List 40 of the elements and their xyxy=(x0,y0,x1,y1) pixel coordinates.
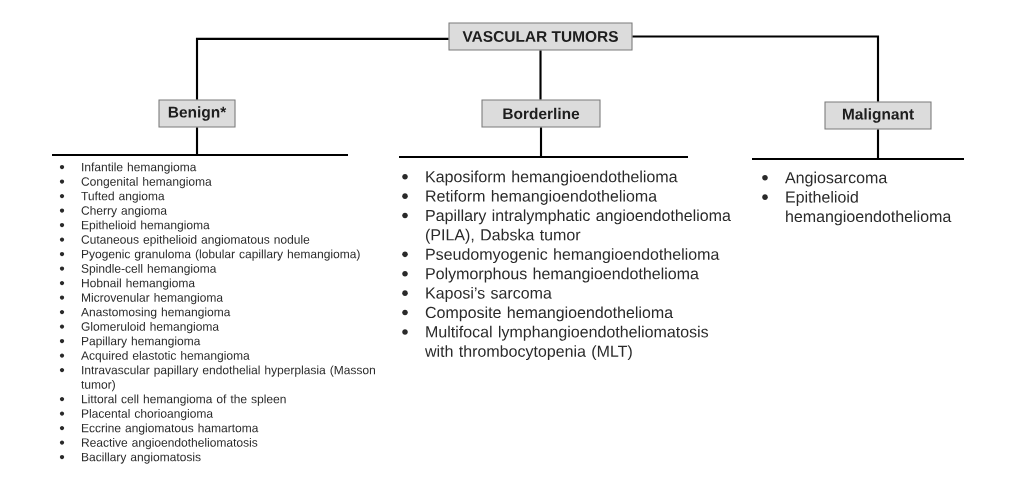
list-item: Papillary intralymphatic angioendothelioma (PILA), Dabska tumor xyxy=(426,209,731,244)
list-item: Epithelioid hemangioma xyxy=(82,220,210,232)
list-item: Spindle-cell hemangioma xyxy=(81,263,217,276)
list-item: Kaposi’s sarcoma xyxy=(426,287,552,302)
list-item: Infantile hemangioma xyxy=(82,162,197,174)
connector-line xyxy=(539,50,542,100)
list-item: Pseudomyogenic hemangioendothelioma xyxy=(426,248,720,264)
list-item: Papillary hemangioma xyxy=(82,336,201,348)
list-item: Tufted angioma xyxy=(81,191,165,203)
connector-line xyxy=(876,129,880,159)
list-item: Pyogenic granuloma (lobular capillary hemangioma) xyxy=(82,249,360,261)
list-item: Anastomosing hemangioma xyxy=(81,307,231,319)
list-item: Cutaneous epithelioid angiomatous nodule xyxy=(81,234,310,247)
category-box: Benign* xyxy=(158,99,236,128)
list-item: Polymorphous hemangioendothelioma xyxy=(426,267,699,283)
category-box: Malignant xyxy=(824,101,932,130)
list-item: Hobnail hemangioma xyxy=(82,278,196,290)
list-item: Kaposiform hemangioendothelioma xyxy=(426,170,678,186)
connector-line xyxy=(195,37,449,100)
list-item: Composite hemangioendothelioma xyxy=(425,306,674,322)
list-item: Glomeruloid hemangioma xyxy=(81,321,220,334)
list-item: Congenital hemangioma xyxy=(81,176,212,189)
list-item: Eccrine angiomatous hamartoma xyxy=(82,423,259,435)
list-item: Littoral cell hemangioma of the spleen xyxy=(82,394,286,406)
connector-line xyxy=(539,127,543,157)
list-item: Microvenular hemangioma xyxy=(82,292,224,305)
list-item: Angiosarcoma xyxy=(785,171,888,187)
list-item: Reactive angioendotheliomatosis xyxy=(82,437,258,450)
list-item: Placental chorioangioma xyxy=(82,408,214,421)
list-item: Acquired elastotic hemangioma xyxy=(81,350,250,363)
root-box: VASCULAR TUMORS xyxy=(448,22,633,51)
list-item: Cherry angioma xyxy=(81,205,168,218)
category-box: Borderline xyxy=(481,99,601,128)
list-item: Bacillary angiomatosis xyxy=(82,452,201,464)
connector-line xyxy=(632,35,880,102)
list-item: Intravascular papillary endothelial hyperplasia (Masson tumor) xyxy=(81,365,375,392)
list-item: Multifocal lymphangioendotheliomatosis with thrombocytopenia (MLT) xyxy=(425,325,709,361)
list-item: Epithelioid hemangioendothelioma xyxy=(786,191,952,226)
list-item: Retiform hemangioendothelioma xyxy=(426,190,658,205)
connector-line xyxy=(195,127,199,155)
